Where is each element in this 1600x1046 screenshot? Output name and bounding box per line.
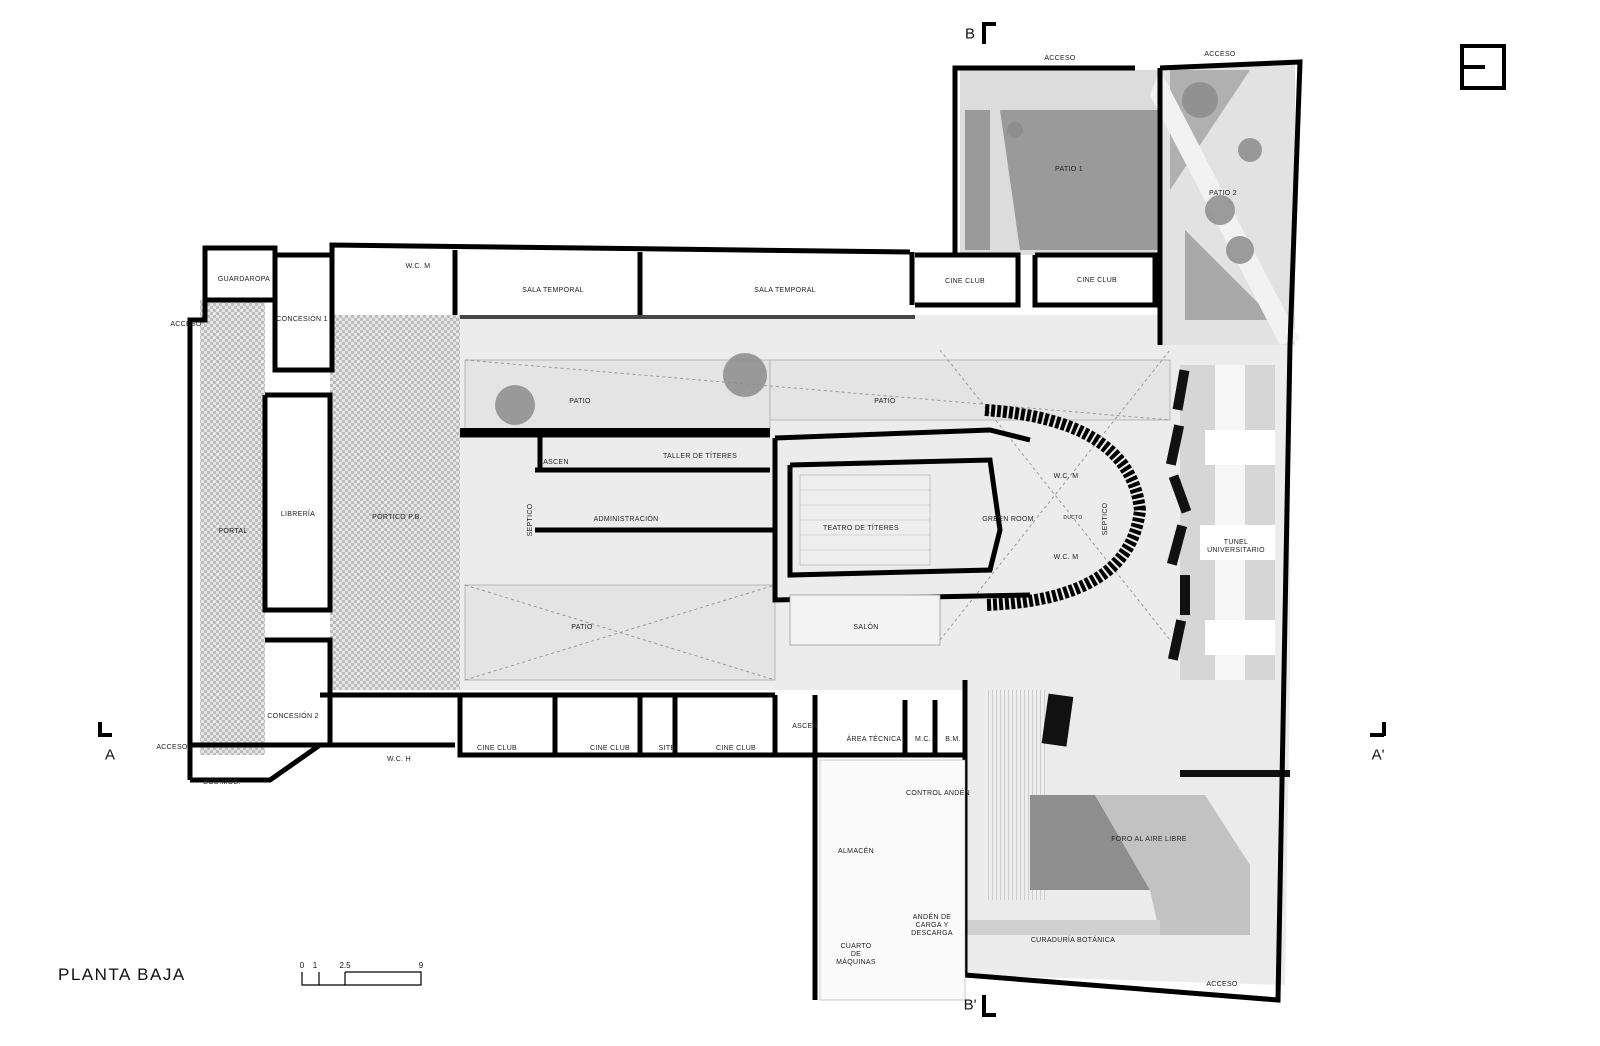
theater-arch-wall <box>984 404 1147 611</box>
room-label: PATIO <box>571 624 593 631</box>
room-label: ANDÉN DE CARGA Y DESCARGA <box>911 914 953 937</box>
section-mark-icons <box>98 22 1386 1017</box>
room-label: ASCEN <box>792 723 818 730</box>
access-label: ACCESO <box>156 744 188 751</box>
access-label: ACCESO <box>1044 55 1076 62</box>
room-label: PÓRTICO P.B. <box>372 514 422 521</box>
room-label: TALLER DE TÍTERES <box>662 453 738 460</box>
section-label-b-prime: B' <box>963 996 977 1014</box>
room-label: GUARDAROPA <box>217 276 271 283</box>
room-label: CONCESIÓN 1 <box>276 316 328 323</box>
access-label: ACCESO <box>170 321 202 328</box>
scale-bar <box>301 971 422 986</box>
room-label: SALÓN <box>853 624 879 631</box>
room-label: W.C. H <box>387 756 411 763</box>
room-label: PATIO <box>569 398 591 405</box>
room-label: B.M. <box>945 736 961 743</box>
room-label: CONTROL ANDÉN <box>906 790 970 797</box>
room-label: DUCTO <box>1063 515 1083 521</box>
section-label-a-prime: A' <box>1371 746 1385 764</box>
room-label: SALA TEMPORAL <box>754 287 816 294</box>
room-label: PORTAL <box>218 528 248 535</box>
room-label: PATIO <box>874 398 896 405</box>
walls <box>187 59 1303 1003</box>
room-label: SALA TEMPORAL <box>522 287 584 294</box>
room-label: CINE CLUB <box>589 745 631 752</box>
access-label: ACCESO <box>1206 981 1238 988</box>
room-label: ÁREA TÉCNICA <box>846 736 902 743</box>
scale-tick: 2.5 <box>339 961 351 970</box>
section-label-a: A <box>104 746 116 764</box>
north-arrow-icon <box>1460 44 1506 90</box>
room-label: FORO AL AIRE LIBRE <box>1111 836 1187 843</box>
room-label: W.C. M <box>1053 554 1079 561</box>
room-label: PATIO 2 <box>1209 190 1237 197</box>
room-label: CINE CLUB <box>715 745 757 752</box>
room-label: TEATRO DE TÍTERES <box>822 525 900 532</box>
access-label: ACCESO <box>1204 51 1236 58</box>
room-label: CINE CLUB <box>1076 277 1118 284</box>
scale-tick: 9 <box>418 961 424 970</box>
room-label: W.C. M <box>1053 473 1079 480</box>
room-label: TUNEL UNIVERSITARIO <box>1207 539 1265 554</box>
room-label: LIBRERÍA <box>280 511 316 518</box>
room-label: CINE CLUB <box>476 745 518 752</box>
scale-tick: 1 <box>312 961 318 970</box>
room-label: CINE CLUB <box>944 278 986 285</box>
room-label: PATIO 1 <box>1055 166 1083 173</box>
room-label: ASCEN <box>543 459 569 466</box>
room-label: BOD.MOB. <box>203 779 241 786</box>
room-label: M.C. <box>915 736 931 743</box>
plan-title: PLANTA BAJA <box>58 965 186 984</box>
room-label: SEPTICO <box>1102 502 1109 536</box>
room-label: CURADURÍA BOTÁNICA <box>1030 937 1116 944</box>
room-label: CUARTO DE MÁQUINAS <box>836 943 876 966</box>
scale-tick: 0 <box>299 961 305 970</box>
room-label: ADMINISTRACIÓN <box>593 516 659 523</box>
room-label: GREEN ROOM <box>982 516 1034 523</box>
room-label: SEPTICO <box>527 503 534 537</box>
room-label: SITE <box>658 745 676 752</box>
portal-floor <box>200 300 265 755</box>
room-label: W.C. M <box>405 263 431 270</box>
portico-floor <box>330 315 460 690</box>
room-label: ALMACÉN <box>838 848 874 855</box>
room-label: CONCESIÓN 2 <box>267 713 319 720</box>
section-label-b: B <box>964 25 976 43</box>
